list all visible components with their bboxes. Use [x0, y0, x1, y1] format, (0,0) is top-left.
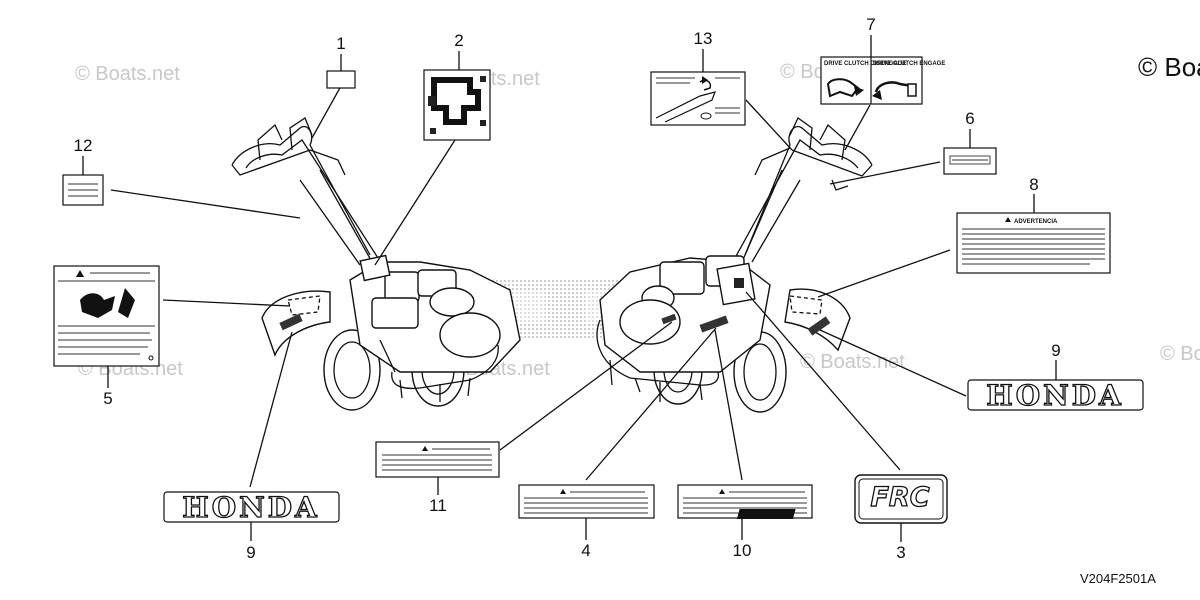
label-8-advertencia[interactable]: ADVERTENCIA [956, 212, 1111, 274]
watermark: © Boats.net [1160, 343, 1200, 365]
left-tiller-illustration [231, 117, 521, 411]
label-7-drive-clutch[interactable]: DRIVE CLUTCH DISENGAGE DRIVE CLUTCH ENGA… [820, 56, 945, 105]
label-4-caution[interactable] [518, 484, 655, 519]
drive-clutch-disengage-text: DRIVE CLUTCH DISENGAGE [824, 61, 906, 67]
drive-clutch-engage-text: DRIVE CLUTCH ENGAGE [873, 61, 945, 67]
callout-10: 10 [733, 541, 752, 560]
honda-text: HONDA [182, 491, 319, 524]
label-9-honda-right[interactable]: HONDA [967, 378, 1144, 413]
label-5-warning[interactable] [53, 265, 160, 367]
label-6-part[interactable] [943, 147, 997, 175]
honda-text: HONDA [986, 379, 1123, 412]
label-13-part[interactable] [650, 71, 746, 126]
label-9-honda-left[interactable]: HONDA [163, 490, 340, 525]
callout-9-left: 9 [246, 543, 255, 562]
callout-4: 4 [581, 541, 590, 560]
copyright-text: © Boa [1138, 52, 1200, 82]
callout-1: 1 [336, 34, 345, 53]
frc-text: FRC [870, 482, 929, 513]
callout-3: 3 [896, 543, 905, 562]
leader-lines [110, 85, 967, 488]
frc-model-text: 800 [900, 510, 921, 521]
callout-5: 5 [103, 389, 112, 408]
label-11-caution[interactable] [375, 441, 500, 478]
label-2-shift-pattern[interactable] [423, 69, 491, 141]
callout-numbers: 1 2 12 5 9 11 4 10 3 9 8 6 7 13 [74, 15, 1061, 562]
label-3-frc-logo[interactable]: FRC 800 [736, 474, 948, 524]
callout-9-right: 9 [1051, 341, 1060, 360]
diagram-code: V204F2501A [1080, 571, 1156, 586]
label-12-part[interactable] [62, 174, 104, 206]
callout-8: 8 [1029, 175, 1038, 194]
callout-13: 13 [694, 29, 713, 48]
watermark: © Boats.net [75, 63, 180, 85]
callout-7: 7 [866, 15, 875, 34]
callout-12: 12 [74, 136, 93, 155]
advertencia-text: ADVERTENCIA [1014, 219, 1058, 225]
callout-2: 2 [454, 31, 463, 50]
callout-6: 6 [965, 109, 974, 128]
callout-11: 11 [429, 496, 447, 515]
label-1-part[interactable] [326, 70, 356, 89]
